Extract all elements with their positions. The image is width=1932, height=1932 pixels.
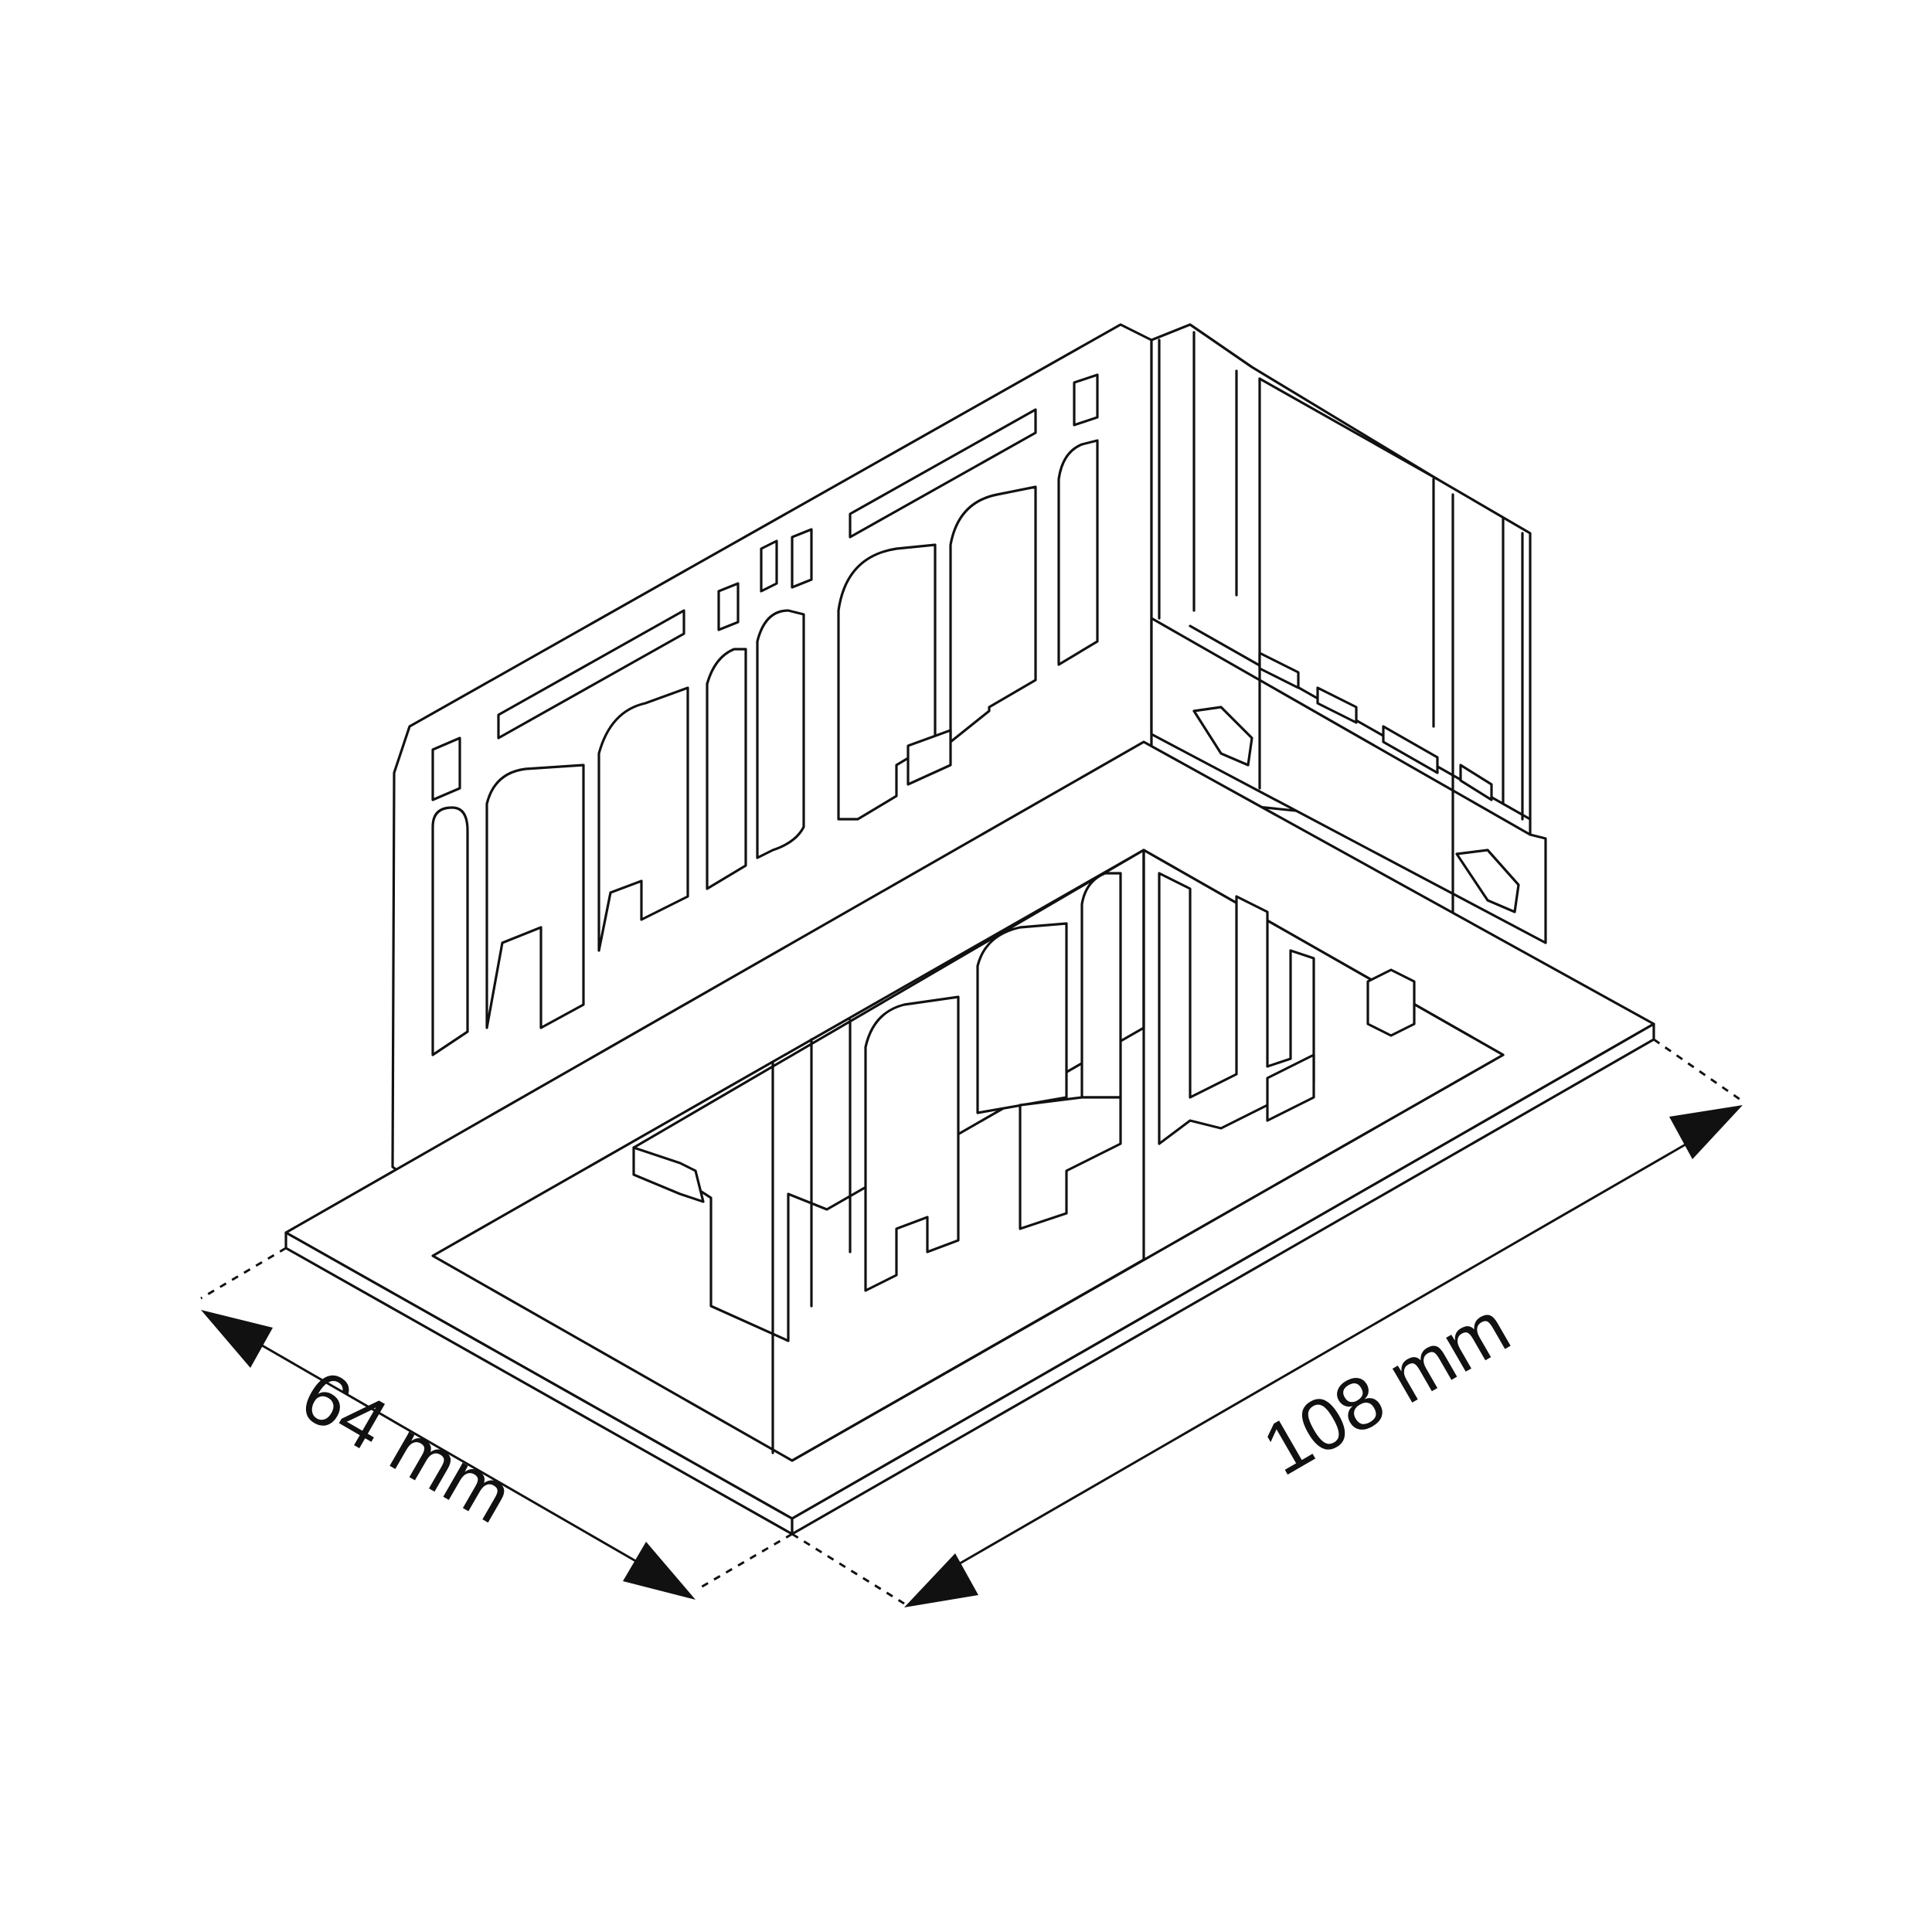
housing-end-band (1150, 617, 1547, 944)
wall-tab-1 (431, 736, 461, 801)
ext-line-108-left (791, 1532, 905, 1605)
end-slot-5 (1382, 725, 1439, 774)
wall-window-9 (906, 729, 952, 786)
inner-window-2 (976, 922, 1068, 1114)
inner-slot-right (1366, 968, 1416, 1037)
left-wall-cutouts (431, 373, 1099, 1056)
end-slot-2 (1455, 849, 1520, 913)
ext-line-64-right (699, 1532, 793, 1590)
end-slot-4 (1316, 686, 1358, 724)
inner-ledge (1266, 1053, 1315, 1122)
inner-window-1 (864, 995, 960, 1292)
arrowhead-108-left (904, 1553, 978, 1607)
arrowhead-108-right (1669, 1105, 1743, 1159)
wall-tab-4 (791, 528, 813, 589)
right-wall-ribs (1158, 331, 1524, 821)
wall-bar-1 (497, 609, 685, 740)
arrowhead-64-left (201, 1310, 273, 1368)
end-slot-3 (1258, 651, 1300, 689)
ext-line-108-right (1653, 1038, 1743, 1103)
end-slot-6 (1459, 764, 1493, 801)
wall-window-4 (706, 648, 747, 890)
housing-body (391, 323, 1547, 1192)
dim-line-64 (247, 1335, 650, 1570)
wall-window-1 (431, 806, 469, 1056)
wall-window-5 (756, 609, 805, 859)
ext-line-64-left (200, 1247, 287, 1300)
inner-body (632, 849, 1505, 1462)
wall-tab-5 (1073, 373, 1099, 427)
wall-bar-2 (849, 408, 1037, 539)
wall-window-3 (597, 686, 689, 952)
wall-tab-2 (717, 582, 740, 631)
inner-window-3 (1080, 872, 1122, 1099)
end-wall-details (1189, 624, 1532, 913)
wall-tab-3 (760, 539, 778, 593)
arrowhead-64-right (623, 1542, 696, 1600)
wall-window-7 (949, 485, 1037, 743)
end-slot-1 (1192, 706, 1253, 767)
wall-window-2 (485, 764, 585, 1029)
dim-line-108 (950, 1134, 1701, 1570)
inner-window-4 (1019, 1096, 1122, 1230)
wall-window-8 (1057, 439, 1099, 666)
dim-label-64mm: 64 mm (287, 1354, 526, 1539)
inner-rail (632, 1146, 705, 1203)
